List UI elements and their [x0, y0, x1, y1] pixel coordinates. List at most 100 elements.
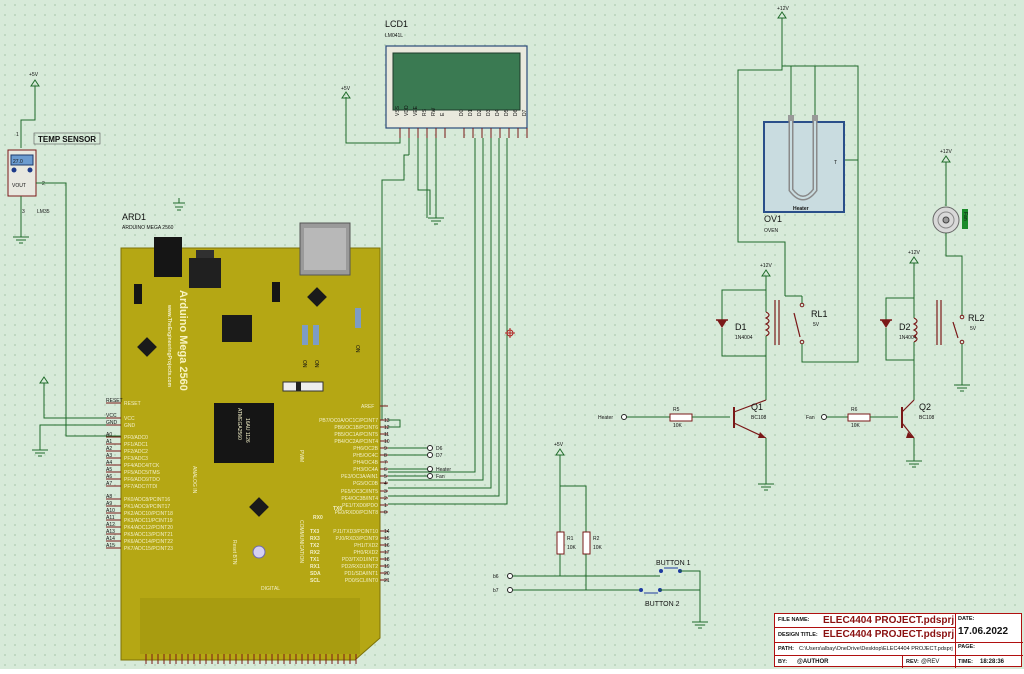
arduino-right-pin-name: PE1/TXD0/PDO [342, 503, 378, 509]
relay-rl1-circuit[interactable]: +12V D1 1N4004 RL1 5V [716, 160, 859, 400]
lcd-pin-label: E [440, 112, 446, 116]
arduino-comm-pin-name: PD1/SDA/INT1 [344, 571, 378, 577]
cursor-crosshair [505, 328, 515, 338]
ground-lcd [428, 217, 444, 225]
path-value: C:\Users\albay\OneDrive\Desktop\ELEC4404… [799, 646, 953, 652]
arduino-left-pin-number: A7 [106, 481, 112, 487]
arduino-comm-tag: RX2 [310, 550, 320, 556]
arduino-comm-pin-name: PH0/RXD2 [354, 550, 379, 556]
design-title-key: DESIGN TITLE: [778, 632, 818, 638]
arduino-left-pin-number: A11 [106, 515, 115, 521]
net-label-heater-out: Heater [388, 466, 451, 473]
svg-text:RL1: RL1 [811, 309, 828, 319]
svg-text:Q2: Q2 [919, 402, 931, 412]
arduino-right-pin-number: 2 [384, 496, 387, 502]
lcd-pin-label: D7 [522, 109, 528, 116]
oven-ov1[interactable]: +12V Heater T OV1 OVEN [737, 6, 859, 296]
arduino-comm-tag: TX2 [310, 543, 319, 549]
net-label-d6: D6 [388, 445, 443, 452]
lcd-pin-label: D1 [468, 109, 474, 116]
svg-text:+5V: +5V [341, 86, 351, 92]
arduino-left-pin-name: PK1/ADC9/PCINT17 [124, 504, 170, 510]
net-label-d7: D7 [388, 452, 443, 459]
date-key: DATE: [958, 616, 975, 622]
button-pullup-network[interactable]: +5V R1 10K R2 10K b6 b7 BUTTON 1 BUTTON … [493, 442, 708, 629]
arduino-mega-2560[interactable]: ARD1 ARDUINO MEGA 2560 ON ON ON ATMEGA25… [106, 212, 390, 664]
button2-label: BUTTON 2 [645, 601, 680, 608]
arduino-right-pin-name: PG5/OC0B [353, 481, 379, 487]
arduino-comm-pin-number: 20 [384, 571, 390, 577]
temp-sensor-lm35[interactable]: +5V TEMP SENSOR 1 27.0 VOUT 2 3 LM35 [7, 72, 130, 437]
arduino-left-pin-number: A8 [106, 494, 112, 500]
by-key: BY: [778, 659, 788, 665]
svg-text:D7: D7 [436, 453, 443, 459]
svg-text:b7: b7 [493, 588, 499, 594]
svg-text:Heater: Heater [598, 415, 613, 421]
arduino-right-pin-name: PH6/OC2B [353, 446, 378, 452]
arduino-left-pin-name: PF4/ADC4/TCK [124, 463, 160, 469]
temp-sensor-tag: TEMP SENSOR [38, 135, 96, 144]
arduino-left-pin-name: PK5/ADC13/PCINT21 [124, 532, 173, 538]
lcd-wires [345, 97, 508, 505]
svg-text:AREF: AREF [361, 404, 374, 410]
date-value: 17.06.2022 [958, 626, 1009, 637]
arduino-right-pin-name: PE0/RXD0/PCINT8 [335, 510, 379, 516]
transistor-q2-circuit[interactable]: Fan R6 10K Q2 BC108 [806, 399, 935, 468]
arduino-right-pin-name: PB6/OC1B/PCINT6 [334, 425, 378, 431]
arduino-left-pin-name: PK2/ADC10/PCINT18 [124, 511, 173, 517]
svg-text:LM35: LM35 [37, 209, 50, 215]
arduino-left-pin-name: PF5/ADC5/TMS [124, 470, 161, 476]
arduino-comm-pin-number: 17 [384, 550, 390, 556]
svg-text:2: 2 [42, 181, 45, 187]
lcd-pin-label: D2 [477, 109, 483, 116]
arduino-comm-pin-number: 16 [384, 543, 390, 549]
arduino-left-pin-name: PF3/ADC3 [124, 456, 148, 462]
arduino-right-pin-number: 7 [384, 460, 387, 466]
arduino-left-pin-name: PK4/ADC12/PCINT20 [124, 525, 173, 531]
arduino-right-pin-name: PH3/OC4A [353, 467, 378, 473]
arduino-right-pin-number: 12 [384, 425, 390, 431]
arduino-right-pin-number: 3 [384, 489, 387, 495]
svg-text:Q1: Q1 [751, 402, 763, 412]
arduino-part: ARDUINO MEGA 2560 [122, 225, 174, 231]
arduino-comm-tag: SDA [310, 571, 321, 577]
arduino-right-pin-number: 8 [384, 453, 387, 459]
rev-key: REV: [906, 659, 919, 665]
arduino-comm-pin-number: 19 [384, 564, 390, 570]
arduino-right-pin-number: 1 [384, 503, 387, 509]
arduino-right-pin-number: 6 [384, 467, 387, 473]
arduino-left-pin-number: A10 [106, 508, 115, 514]
arduino-left-pin-number: A2 [106, 446, 112, 452]
arduino-right-pin-number: 9 [384, 446, 387, 452]
arduino-comm-tag: TX1 [310, 557, 319, 563]
svg-text:R6: R6 [851, 407, 858, 413]
arduino-left-pin-name: PF1/ADC1 [124, 442, 148, 448]
arduino-left-pin-name: PF2/ADC2 [124, 449, 148, 455]
arduino-right-pin-number: 5 [384, 474, 387, 480]
arduino-left-pin-number: A4 [106, 460, 112, 466]
arduino-left-pin-number: RESET [106, 398, 123, 404]
arduino-left-pin-name: PF7/ADC7/TDI [124, 484, 157, 490]
arduino-right-pin-number: 13 [384, 418, 390, 424]
lcd-model: LM041L [385, 33, 403, 39]
svg-text:+5V: +5V [29, 72, 39, 78]
relay-rl2-circuit[interactable]: +12V D2 1N4004 RL2 5V [880, 250, 985, 400]
svg-text:+5V: +5V [554, 442, 564, 448]
arduino-left-pin-number: A9 [106, 501, 112, 507]
net-label-fan-out: Fan [388, 473, 445, 480]
svg-text:10K: 10K [851, 423, 861, 429]
lcd-pin-label: D6 [513, 109, 519, 116]
arduino-left-pin-number: A6 [106, 474, 112, 480]
transistor-q1-circuit[interactable]: Heater R5 10K Q1 BC108 [598, 399, 774, 491]
fan-motor[interactable]: +12V Fan [932, 149, 968, 315]
svg-text:1: 1 [16, 132, 19, 138]
arduino-left-pin-number: A0 [106, 432, 112, 438]
svg-text:1N4004: 1N4004 [735, 335, 753, 341]
svg-text:D1: D1 [735, 322, 747, 332]
lcd-pin-label: D5 [504, 109, 510, 116]
lcd-pin-label: VEE [413, 105, 419, 116]
arduino-comm-pin-number: 18 [384, 557, 390, 563]
reset-button[interactable] [252, 545, 266, 559]
